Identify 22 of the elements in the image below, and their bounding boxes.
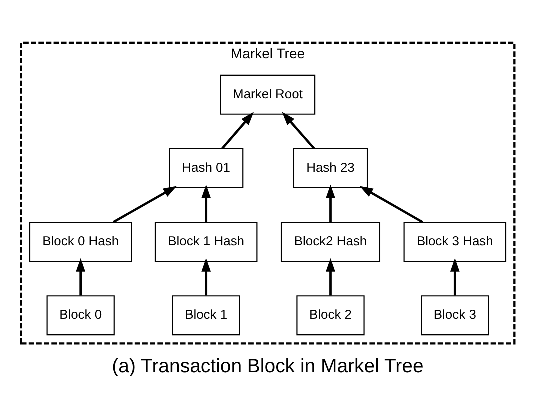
node-box: Block 3 Hash <box>404 222 507 262</box>
node-box: Block2 Hash <box>280 222 381 262</box>
arrow <box>326 258 336 296</box>
node-box: Block 0 Hash <box>29 222 132 262</box>
node-box: Hash 23 <box>293 148 368 188</box>
arrow <box>360 186 424 223</box>
node-box: Block 3 <box>421 295 490 336</box>
node-box: Hash 01 <box>169 148 244 188</box>
node-box: Block 1 Hash <box>154 222 258 262</box>
arrow <box>282 112 316 149</box>
arrow <box>326 184 336 222</box>
node-box: Block 0 <box>46 295 115 336</box>
caption: (a) Transaction Block in Markel Tree <box>112 354 424 377</box>
arrow <box>202 184 212 222</box>
arrow <box>222 112 254 149</box>
node-box: Block 2 <box>296 295 365 336</box>
node-box: Block 1 <box>172 295 240 336</box>
node-box: Markel Root <box>220 74 316 114</box>
arrow <box>450 258 460 296</box>
arrow <box>76 258 86 296</box>
arrow <box>112 186 177 223</box>
arrow <box>202 258 212 296</box>
